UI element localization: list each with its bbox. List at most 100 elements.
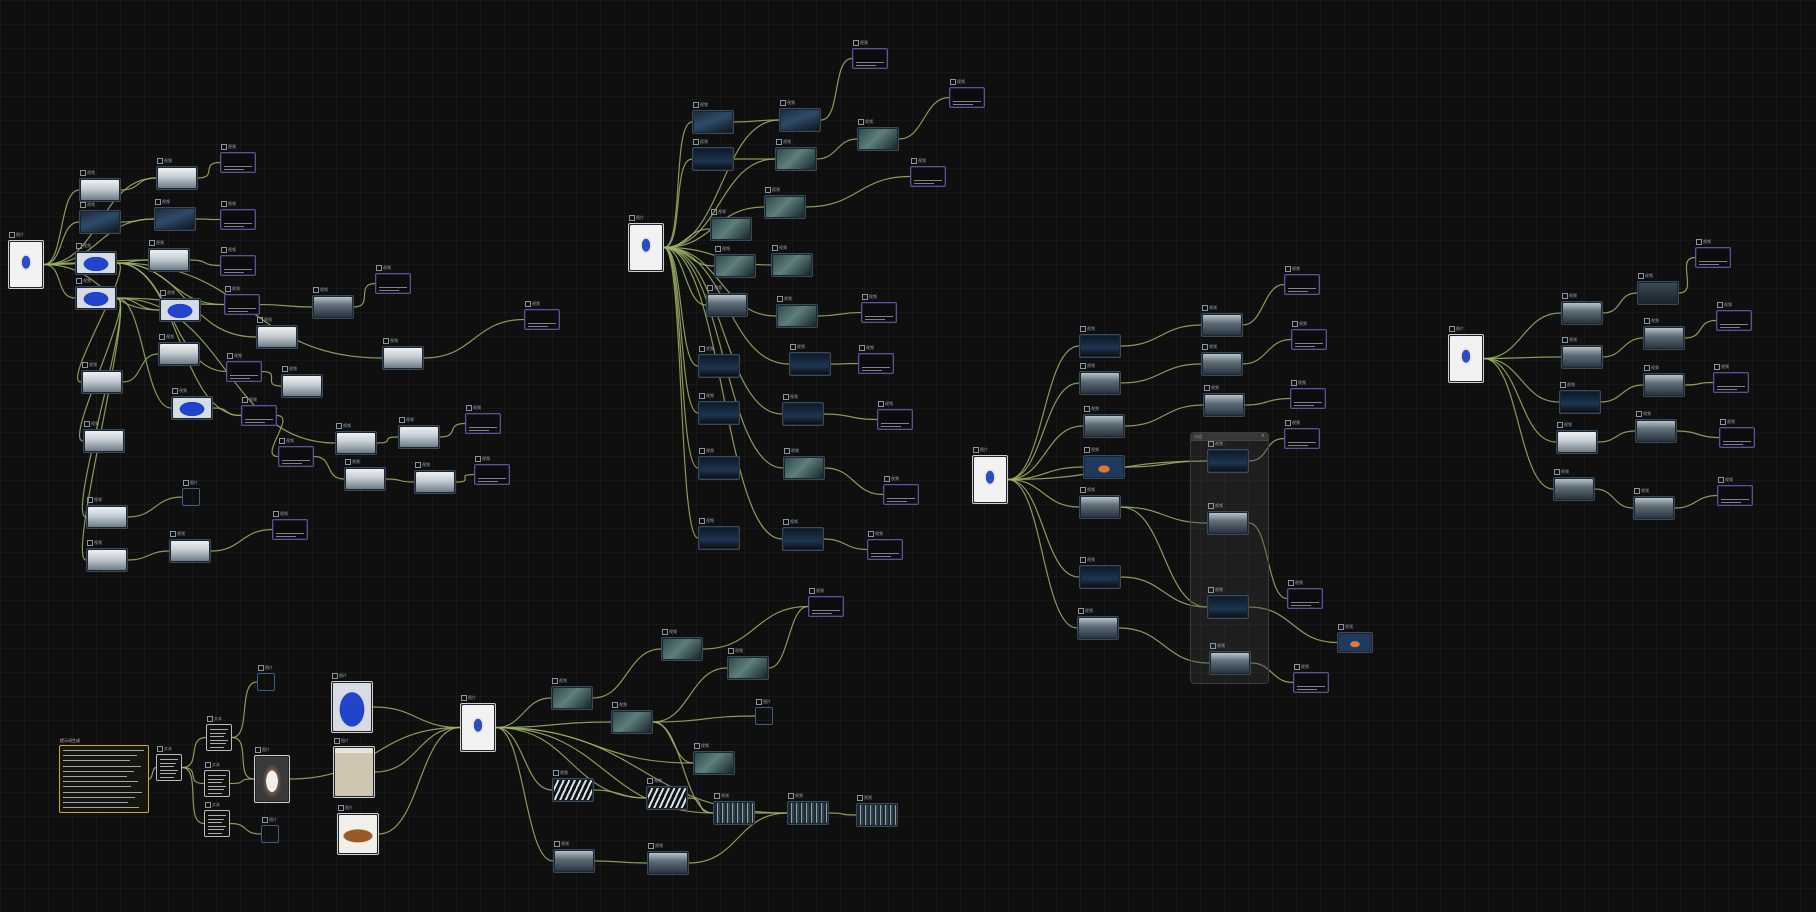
video-node-preview[interactable]: 视频 xyxy=(861,294,897,323)
video-node[interactable]: 视频 xyxy=(1561,337,1603,369)
video-node[interactable]: 视频 xyxy=(1201,305,1243,337)
video-node-preview[interactable]: 视频 xyxy=(867,531,903,560)
video-node[interactable]: 视频 xyxy=(1633,488,1675,520)
video-node[interactable]: 视频 xyxy=(727,648,769,680)
video-node-preview[interactable]: 视频 xyxy=(1290,380,1326,409)
video-node[interactable]: 视频 xyxy=(414,462,456,494)
empty-image-node[interactable]: 图片 xyxy=(261,817,279,843)
video-node[interactable]: 视频 xyxy=(171,388,213,420)
video-node[interactable]: 视频 xyxy=(169,531,211,563)
video-node-preview[interactable]: 视频 xyxy=(474,456,510,485)
video-node[interactable]: 视频 xyxy=(1083,447,1125,479)
video-node[interactable]: 视频 xyxy=(1207,441,1249,473)
video-node[interactable]: 视频 xyxy=(1079,363,1121,395)
video-node-preview[interactable]: 视频 xyxy=(220,201,256,230)
video-node-preview[interactable]: 视频 xyxy=(808,588,844,617)
video-node[interactable]: 视频 xyxy=(1337,624,1373,653)
video-node[interactable]: 视频 xyxy=(771,245,813,277)
video-node[interactable]: 视频 xyxy=(692,139,734,171)
video-node[interactable]: 视频 xyxy=(256,317,298,349)
video-node-preview[interactable]: 视频 xyxy=(272,511,308,540)
video-node[interactable]: 视频 xyxy=(75,243,117,275)
group-header[interactable] xyxy=(1191,433,1268,441)
video-node[interactable]: 视频 xyxy=(698,393,740,425)
video-node[interactable]: 视频 xyxy=(1201,344,1243,376)
video-node-preview[interactable]: 视频 xyxy=(910,158,946,187)
video-node[interactable]: 视频 xyxy=(1553,469,1595,501)
video-node[interactable]: 视频 xyxy=(692,102,734,134)
video-node[interactable]: 视频 xyxy=(1643,318,1685,350)
video-node[interactable]: 视频 xyxy=(783,448,825,480)
video-node[interactable]: 视频 xyxy=(75,278,117,310)
video-node[interactable]: 视频 xyxy=(1079,557,1121,589)
video-node-preview[interactable]: 视频 xyxy=(524,301,560,330)
video-node-preview[interactable]: 视频 xyxy=(465,405,501,434)
image-node[interactable]: 图片 xyxy=(337,805,379,855)
video-node[interactable]: 视频 xyxy=(710,209,752,241)
image-node-person[interactable]: 图片 xyxy=(628,215,664,272)
image-node[interactable]: 图片 xyxy=(254,747,290,803)
video-node-preview[interactable]: 视频 xyxy=(1284,266,1320,295)
video-node[interactable]: 视频 xyxy=(83,421,125,453)
video-node[interactable]: 视频 xyxy=(1083,406,1125,438)
video-node[interactable]: 视频 xyxy=(764,187,806,219)
video-node[interactable]: 视频 xyxy=(281,366,323,398)
video-node[interactable]: 视频 xyxy=(1635,411,1677,443)
video-node[interactable]: 视频 xyxy=(1079,326,1121,358)
video-node-preview[interactable]: 视频 xyxy=(883,476,919,505)
text-node[interactable]: 文本 xyxy=(206,716,232,751)
video-node-preview[interactable]: 视频 xyxy=(1719,419,1755,448)
video-node[interactable]: 视频 xyxy=(775,139,817,171)
video-node[interactable]: 视频 xyxy=(1561,293,1603,325)
empty-image-node[interactable]: 图片 xyxy=(755,699,773,725)
video-node[interactable]: 视频 xyxy=(312,287,354,319)
video-node-preview[interactable]: 视频 xyxy=(220,144,256,173)
prompt-generator-card[interactable]: 提示词生成 xyxy=(59,738,149,813)
video-node[interactable]: 视频 xyxy=(611,702,653,734)
video-node[interactable]: 视频 xyxy=(398,417,440,449)
video-node[interactable]: 视频 xyxy=(1077,608,1119,640)
video-node-preview[interactable]: 视频 xyxy=(226,353,262,382)
group-panel[interactable]: 分组 × xyxy=(1190,432,1269,684)
video-node[interactable]: 视频 xyxy=(1203,385,1245,417)
video-node[interactable]: 视频 xyxy=(646,778,688,810)
video-node[interactable]: 视频 xyxy=(1207,587,1249,619)
video-node[interactable]: 视频 xyxy=(713,793,755,825)
video-node[interactable]: 视频 xyxy=(779,100,821,132)
video-node[interactable]: 视频 xyxy=(79,170,121,202)
video-node-preview[interactable]: 视频 xyxy=(858,345,894,374)
video-node[interactable]: 视频 xyxy=(782,519,824,551)
empty-image-node[interactable]: 图片 xyxy=(182,480,200,506)
video-node[interactable]: 视频 xyxy=(647,843,689,875)
video-node[interactable]: 视频 xyxy=(693,743,735,775)
video-node[interactable]: 视频 xyxy=(1643,365,1685,397)
video-node[interactable]: 视频 xyxy=(159,290,201,322)
video-node-preview[interactable]: 视频 xyxy=(1284,420,1320,449)
video-node[interactable]: 视频 xyxy=(789,344,831,376)
video-node-preview[interactable]: 视频 xyxy=(877,401,913,430)
video-node[interactable]: 视频 xyxy=(551,678,593,710)
video-node[interactable]: 视频 xyxy=(81,362,123,394)
video-node[interactable]: 视频 xyxy=(856,795,898,827)
video-node[interactable]: 视频 xyxy=(1207,503,1249,535)
video-node[interactable]: 视频 xyxy=(1559,382,1601,414)
video-node[interactable]: 视频 xyxy=(1556,422,1598,454)
video-node-preview[interactable]: 视频 xyxy=(1716,302,1752,331)
video-node-preview[interactable]: 视频 xyxy=(1695,239,1731,268)
image-node[interactable]: 图片 xyxy=(331,673,373,733)
video-node[interactable]: 视频 xyxy=(714,246,756,278)
video-node-preview[interactable]: 视频 xyxy=(949,79,985,108)
video-node-preview[interactable]: 视频 xyxy=(1713,364,1749,393)
video-node-preview[interactable]: 视频 xyxy=(1287,580,1323,609)
video-node-preview[interactable]: 视频 xyxy=(1717,477,1753,506)
video-node[interactable]: 视频 xyxy=(148,240,190,272)
video-node[interactable]: 视频 xyxy=(154,199,196,231)
video-node[interactable]: 视频 xyxy=(661,629,703,661)
video-node[interactable]: 视频 xyxy=(698,448,740,480)
video-node[interactable]: 视频 xyxy=(782,394,824,426)
video-node[interactable]: 视频 xyxy=(552,770,594,802)
video-node[interactable]: 视频 xyxy=(706,285,748,317)
image-node-person[interactable]: 图片 xyxy=(8,232,44,289)
video-node[interactable]: 视频 xyxy=(1209,643,1251,675)
image-node-person[interactable]: 图片 xyxy=(972,447,1008,504)
